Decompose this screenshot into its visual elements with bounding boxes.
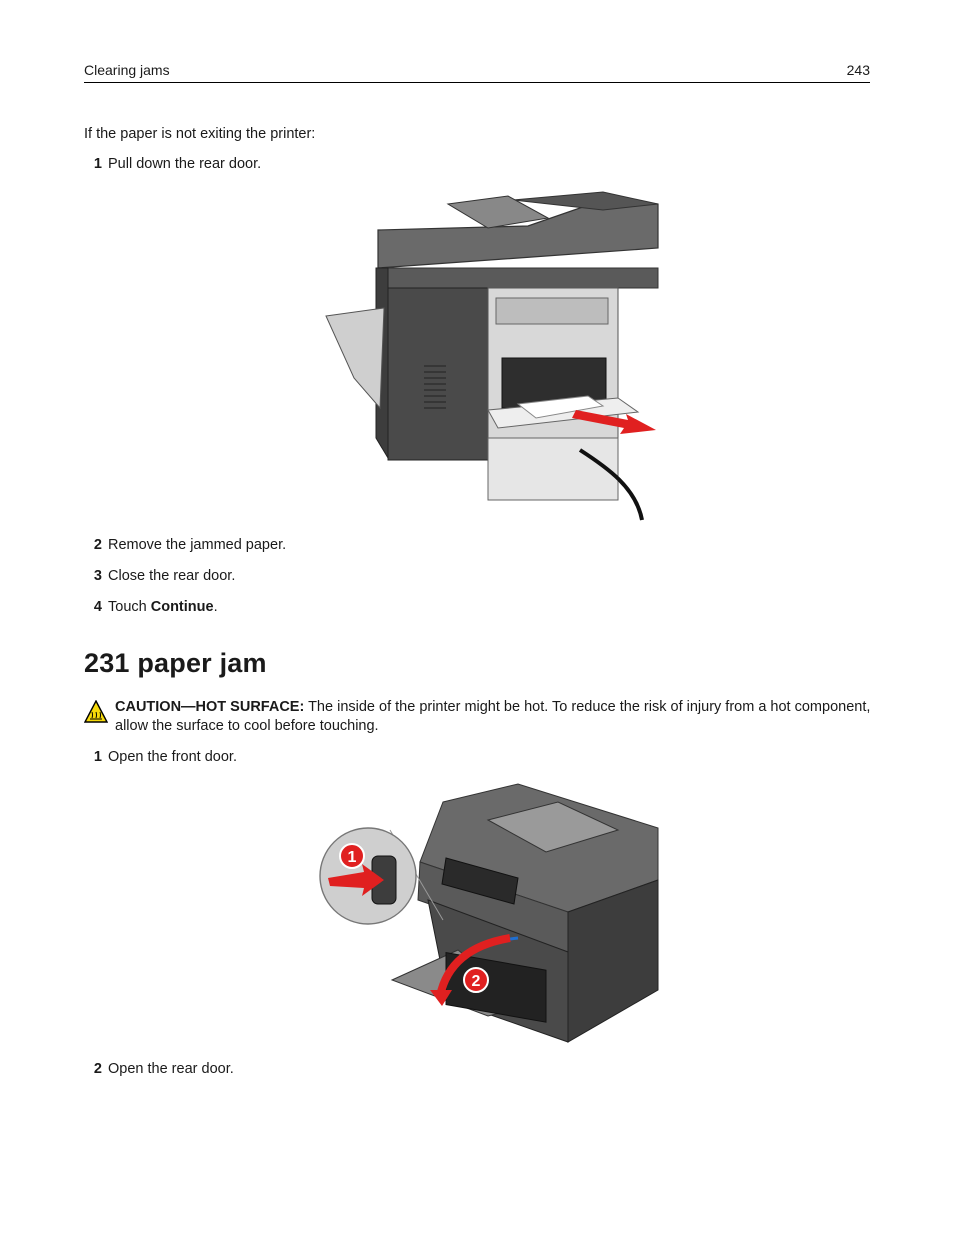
touch-screen bbox=[441, 857, 519, 905]
step-number: 1 bbox=[93, 156, 102, 172]
step-text: Open the front door. bbox=[108, 749, 237, 765]
step-text: Remove the jammed paper. bbox=[108, 537, 287, 553]
step-text: Pull down the rear door. bbox=[108, 156, 262, 172]
jammed-paper bbox=[516, 395, 605, 419]
caution-notice: CAUTION—HOT SURFACE: The inside of the p… bbox=[84, 698, 874, 736]
step-text-suffix: . bbox=[213, 599, 218, 615]
vent-grille bbox=[424, 365, 446, 409]
continue-keyword: Continue bbox=[150, 599, 214, 615]
step-a-4: 4 Touch Continue. bbox=[84, 598, 218, 617]
step-text-prefix: Touch bbox=[108, 599, 151, 615]
adf-tray bbox=[446, 195, 550, 229]
hot-surface-warning-icon bbox=[84, 700, 108, 723]
printer-left-panel bbox=[387, 287, 489, 461]
press-latch-arrow bbox=[328, 864, 384, 896]
callout-2-label: 2 bbox=[472, 973, 481, 990]
open-door-arrowhead bbox=[430, 990, 452, 1006]
header-section: Clearing jams bbox=[84, 62, 170, 78]
step-number: 1 bbox=[93, 749, 102, 765]
caution-text: The inside of the printer might be hot. … bbox=[115, 699, 871, 734]
step-b-1: 1 Open the front door. bbox=[84, 748, 237, 767]
power-cable bbox=[578, 448, 644, 521]
open-door-arrow bbox=[436, 934, 511, 997]
output-tray bbox=[486, 801, 620, 853]
callout-1-label: 1 bbox=[348, 849, 357, 866]
page-number: 243 bbox=[846, 62, 870, 78]
step-text: Open the rear door. bbox=[108, 1061, 234, 1077]
figure-rear-door-open bbox=[325, 191, 659, 521]
callout-1-badge bbox=[339, 843, 365, 869]
lower-tray bbox=[487, 437, 619, 501]
section-heading: 231 paper jam bbox=[84, 648, 267, 678]
step-number: 4 bbox=[93, 599, 102, 615]
caution-label: CAUTION—HOT SURFACE: bbox=[115, 699, 305, 715]
printer-right-side bbox=[567, 879, 659, 1043]
step-a-1: 1 Pull down the rear door. bbox=[84, 155, 261, 174]
callout-2-badge bbox=[463, 967, 489, 993]
scanner-base bbox=[375, 267, 659, 289]
intro-text: If the paper is not exiting the printer: bbox=[84, 126, 316, 142]
step-number: 3 bbox=[93, 568, 102, 584]
page-header: Clearing jams 243 bbox=[84, 60, 870, 83]
figure-front-door-open: 2 1 bbox=[319, 783, 659, 1043]
step-text: Close the rear door. bbox=[108, 568, 236, 584]
step-a-2: 2 Remove the jammed paper. bbox=[84, 536, 286, 555]
step-number: 2 bbox=[93, 537, 102, 553]
pull-arrow bbox=[572, 410, 656, 434]
step-a-3: 3 Close the rear door. bbox=[84, 567, 235, 586]
adf-feeder bbox=[512, 191, 659, 211]
step-b-2: 2 Open the rear door. bbox=[84, 1060, 234, 1079]
side-door-open bbox=[325, 307, 385, 410]
step-number: 2 bbox=[93, 1061, 102, 1077]
rear-ports bbox=[495, 297, 609, 325]
